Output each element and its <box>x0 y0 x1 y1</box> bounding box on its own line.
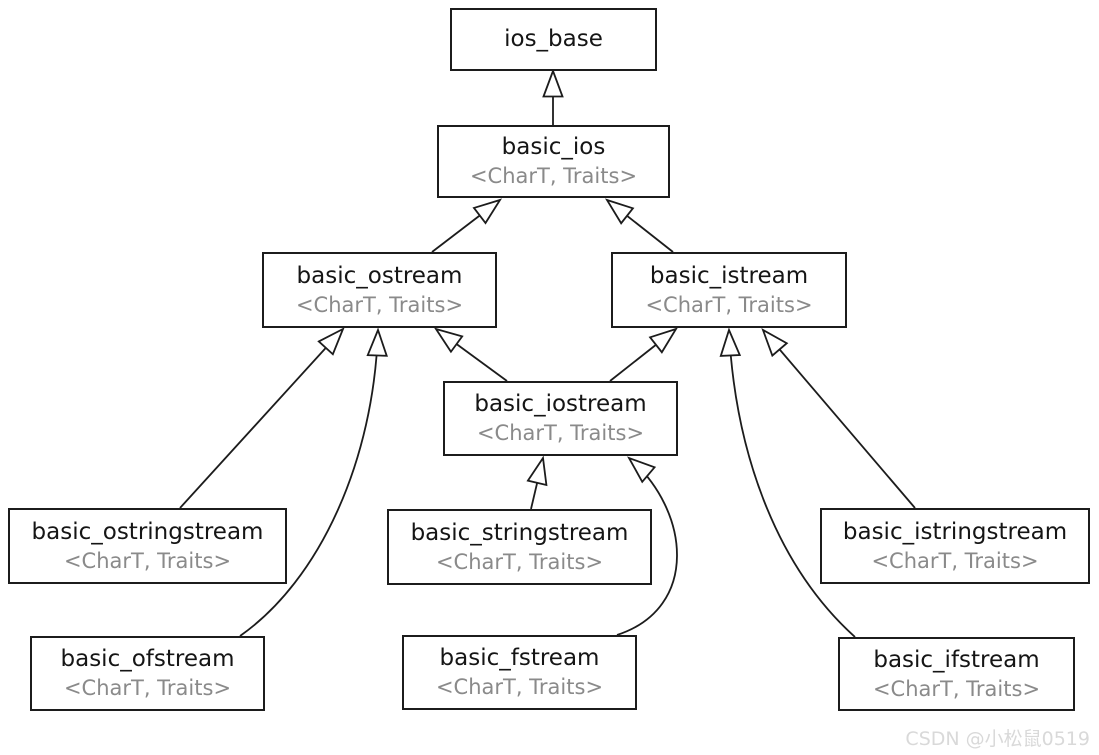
template-params: <CharT, Traits> <box>476 421 645 446</box>
class-name: basic_ifstream <box>873 646 1040 673</box>
class-name: basic_ostringstream <box>31 518 264 545</box>
class-name: basic_ofstream <box>60 646 235 673</box>
class-name: basic_istringstream <box>842 518 1068 545</box>
template-params: <CharT, Traits> <box>435 675 604 700</box>
class-node-basic-istream: basic_istream <CharT, Traits> <box>611 252 847 328</box>
edge-basic-ostream-to-basic-ios <box>431 198 503 253</box>
edge-basic-ifstream-to-basic-istream <box>719 327 856 638</box>
edge-basic-fstream-to-basic-iostream <box>616 456 678 636</box>
class-name: basic_ostream <box>296 262 463 289</box>
class-node-basic-ifstream: basic_ifstream <CharT, Traits> <box>838 637 1075 711</box>
edge-basic-iostream-to-basic-ostream <box>433 327 508 382</box>
edge-basic-iostream-to-basic-istream <box>609 327 679 382</box>
template-params: <CharT, Traits> <box>63 548 232 573</box>
class-node-basic-istringstream: basic_istringstream <CharT, Traits> <box>820 508 1090 584</box>
csdn-watermark: CSDN @小松鼠0519 <box>905 728 1090 750</box>
class-node-basic-iostream: basic_iostream <CharT, Traits> <box>443 381 678 456</box>
template-params: <CharT, Traits> <box>871 548 1039 573</box>
template-params: <CharT, Traits> <box>645 292 813 317</box>
edge-basic-istream-to-basic-ios <box>604 198 674 253</box>
class-node-basic-ios: basic_ios <CharT, Traits> <box>437 125 670 198</box>
edge-basic-ostringstream-to-basic-ostream <box>179 327 345 509</box>
class-node-basic-stringstream: basic_stringstream <CharT, Traits> <box>387 509 652 585</box>
edge-basic-ofstream-to-basic-ostream <box>239 327 388 637</box>
class-node-basic-ofstream: basic_ofstream <CharT, Traits> <box>30 636 265 711</box>
class-name: basic_stringstream <box>410 519 629 546</box>
class-node-basic-fstream: basic_fstream <CharT, Traits> <box>402 635 637 710</box>
template-params: <CharT, Traits> <box>295 292 464 317</box>
template-params: <CharT, Traits> <box>435 549 604 574</box>
class-name: basic_iostream <box>474 391 647 418</box>
class-name: basic_fstream <box>439 645 600 672</box>
class-node-ios-base: ios_base <box>450 8 657 71</box>
template-params: <CharT, Traits> <box>469 164 638 189</box>
class-name: basic_ios <box>501 134 606 161</box>
edge-basic-stringstream-to-basic-iostream <box>526 455 548 510</box>
template-params: <CharT, Traits> <box>63 676 232 701</box>
class-node-basic-ostream: basic_ostream <CharT, Traits> <box>262 252 497 328</box>
class-node-basic-ostringstream: basic_ostringstream <CharT, Traits> <box>8 508 287 584</box>
template-params: <CharT, Traits> <box>872 676 1041 701</box>
class-name: ios_base <box>504 25 603 52</box>
class-name: basic_istream <box>649 262 809 289</box>
edge-basic-istringstream-to-basic-istream <box>761 328 916 509</box>
